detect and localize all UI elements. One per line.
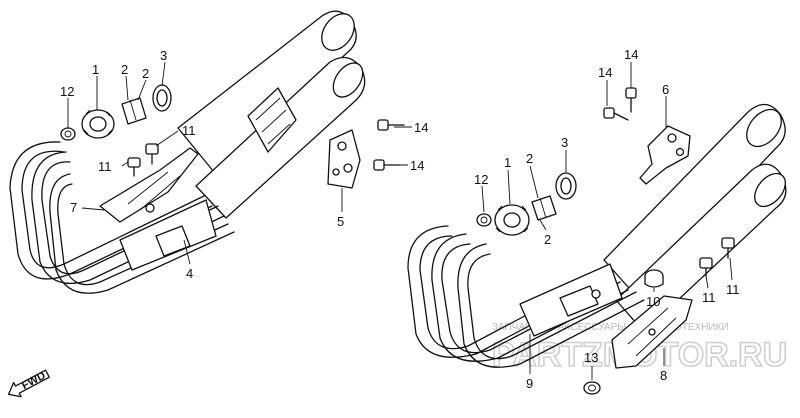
left-header-pipe-3 xyxy=(57,183,229,286)
callout-left-2a: 2 xyxy=(121,62,128,77)
callout-right-9: 9 xyxy=(526,376,533,391)
callout-right-2a: 2 xyxy=(526,151,533,166)
right-callouts: 14 14 6 12 1 2 3 2 11 11 10 9 13 8 xyxy=(474,47,740,391)
callout-left-1: 1 xyxy=(92,62,99,77)
right-bolt-a xyxy=(721,237,735,259)
left-header-pipe-2 xyxy=(41,161,219,275)
callout-left-14b: 14 xyxy=(410,158,424,173)
right-leader-lines xyxy=(481,62,733,380)
left-leader-lines xyxy=(67,61,412,265)
callout-left-2b: 2 xyxy=(142,66,149,81)
callout-right-10: 10 xyxy=(646,294,660,309)
callout-right-12: 12 xyxy=(474,172,488,187)
right-header-pipe-2 xyxy=(441,243,621,354)
callout-right-6: 6 xyxy=(662,82,669,97)
right-header-pipe-3 xyxy=(467,253,637,360)
left-exhaust-assembly xyxy=(9,10,405,294)
callout-right-14b: 14 xyxy=(624,47,638,62)
right-exhaust-assembly xyxy=(407,87,787,395)
left-bolt-a xyxy=(145,143,159,165)
left-muffler-bracket xyxy=(327,129,361,189)
right-bracket-bolt-b xyxy=(625,87,637,113)
right-rubber-mount xyxy=(644,269,664,288)
left-gasket xyxy=(152,84,172,112)
right-header-pipe-1 xyxy=(419,235,605,350)
right-nut-12 xyxy=(476,213,492,227)
right-nut xyxy=(583,381,601,395)
right-gasket xyxy=(555,172,577,200)
callout-right-8: 8 xyxy=(660,368,667,383)
callout-right-2b: 2 xyxy=(544,232,551,247)
forward-label: FWD xyxy=(20,370,48,392)
callout-right-11b: 11 xyxy=(726,282,740,297)
left-muffler-protector xyxy=(247,87,297,153)
callout-right-11a: 11 xyxy=(702,290,716,305)
right-bolt-b xyxy=(699,257,713,277)
left-bracket-bolt-upper xyxy=(377,119,405,131)
callout-left-7: 7 xyxy=(70,200,77,215)
left-header-pipe-1 xyxy=(21,150,205,269)
right-muffler-protector xyxy=(611,295,693,369)
left-joint-collar xyxy=(81,109,115,139)
callout-left-3: 3 xyxy=(160,48,167,63)
callout-left-5: 5 xyxy=(337,214,344,229)
right-cotter-upper xyxy=(531,195,557,221)
watermark-tagline: ЗАПЧАСТИ И АКСЕССУАРЫ ДЛЯ МОТОТЕХНИКИ xyxy=(492,322,729,333)
right-muffler-bracket xyxy=(639,125,691,185)
left-callouts: 12 1 2 2 3 11 11 7 4 14 14 5 xyxy=(60,48,428,281)
right-joint-collar xyxy=(494,204,530,236)
callout-right-1: 1 xyxy=(504,155,511,170)
left-nut xyxy=(60,127,76,141)
callout-left-14a: 14 xyxy=(414,120,428,135)
callout-left-4: 4 xyxy=(186,266,193,281)
callout-right-14a: 14 xyxy=(598,65,612,80)
left-bolt-b xyxy=(127,157,141,177)
left-cotter xyxy=(121,97,147,125)
callout-right-3: 3 xyxy=(561,135,568,150)
right-bracket-bolt-a xyxy=(603,107,629,121)
callout-left-11b: 11 xyxy=(98,159,112,174)
left-heat-shield xyxy=(99,147,199,223)
forward-arrow-icon xyxy=(7,369,50,398)
callout-left-12: 12 xyxy=(60,84,74,99)
callout-left-11a: 11 xyxy=(182,123,196,138)
callout-right-13: 13 xyxy=(584,350,598,365)
forward-direction-marker: FWD xyxy=(7,369,50,398)
